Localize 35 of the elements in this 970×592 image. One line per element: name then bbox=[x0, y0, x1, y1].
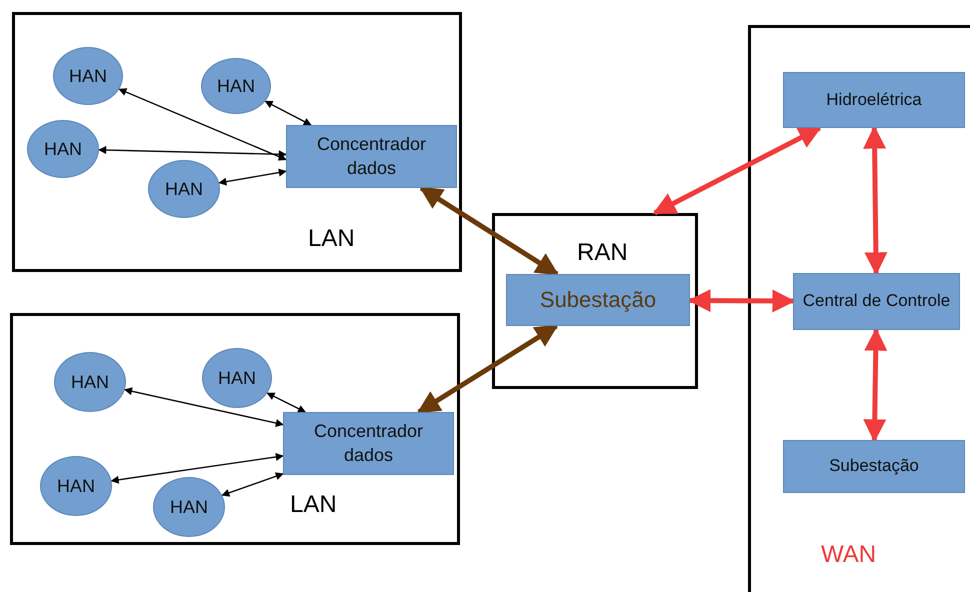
connector-arrow bbox=[863, 126, 888, 276]
process-box: Subestação bbox=[783, 440, 965, 493]
process-box: Central de Controle bbox=[793, 273, 960, 330]
network-region bbox=[492, 213, 698, 389]
region-label: WAN bbox=[821, 541, 876, 569]
process-box: Hidroelétrica bbox=[783, 72, 965, 128]
network-ellipse: HAN bbox=[27, 120, 99, 178]
network-ellipse: HAN bbox=[153, 477, 225, 537]
connector-arrow bbox=[124, 387, 284, 427]
region-label: LAN bbox=[290, 491, 337, 519]
process-box: Subestação bbox=[506, 274, 690, 326]
connector-arrow bbox=[118, 88, 287, 161]
network-ellipse: HAN bbox=[148, 160, 220, 218]
network-region bbox=[12, 12, 462, 272]
connector-arrow bbox=[98, 146, 287, 158]
connector-arrow bbox=[652, 126, 822, 216]
process-box: Concentrador dados bbox=[286, 125, 457, 188]
network-ellipse: HAN bbox=[202, 348, 272, 408]
network-ellipse: HAN bbox=[40, 456, 112, 516]
connector-arrow bbox=[110, 453, 284, 484]
network-ellipse: HAN bbox=[53, 47, 123, 105]
connector-arrow bbox=[221, 472, 284, 497]
connector-arrow bbox=[416, 324, 558, 414]
region-label: LAN bbox=[308, 225, 355, 253]
network-ellipse: HAN bbox=[54, 352, 126, 412]
process-box: Concentrador dados bbox=[283, 412, 454, 475]
connector-arrow bbox=[266, 392, 306, 413]
connector-arrow bbox=[863, 328, 888, 442]
connector-arrow bbox=[419, 186, 559, 276]
connector-arrow bbox=[264, 100, 312, 126]
network-region bbox=[748, 25, 970, 592]
network-ellipse: HAN bbox=[201, 58, 271, 114]
region-label: RAN bbox=[577, 239, 628, 267]
network-region bbox=[10, 313, 460, 545]
connector-arrow bbox=[218, 168, 287, 186]
